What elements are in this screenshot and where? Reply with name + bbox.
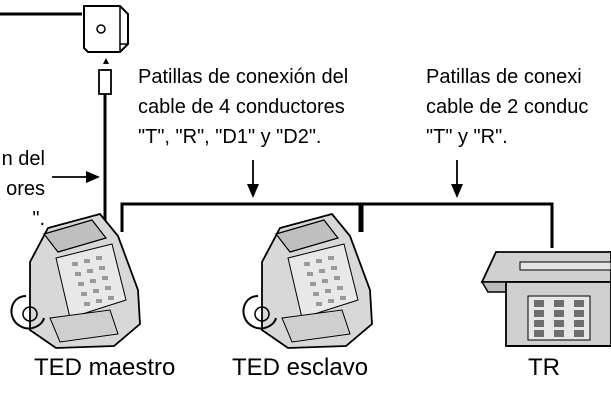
four-wire-callout-line-3: "T", "R", "D1" y "D2". bbox=[138, 126, 322, 148]
left-callout-arrow bbox=[52, 171, 100, 183]
left-callout-line-1: n del bbox=[1, 148, 45, 170]
wall-jack-icon bbox=[83, 5, 129, 53]
label-tr: TR bbox=[528, 354, 560, 381]
tr-phone-icon bbox=[480, 251, 611, 347]
two-wire-callout: Patillas de conexi cable de 2 conduc "T"… bbox=[426, 62, 588, 152]
left-callout: n del ores ". bbox=[2, 144, 45, 234]
left-callout-line-2: ores bbox=[6, 178, 45, 200]
two-wire-callout-line-1: Patillas de conexi bbox=[426, 66, 582, 88]
four-wire-cable bbox=[120, 202, 362, 232]
label-ted-maestro: TED maestro bbox=[34, 354, 176, 381]
modular-plug-icon bbox=[98, 58, 112, 232]
four-wire-callout-line-2: cable de 4 conductores bbox=[138, 96, 345, 118]
two-wire-cable bbox=[360, 202, 554, 248]
two-wire-callout-line-2: cable de 2 conduc bbox=[426, 96, 589, 118]
four-wire-callout-line-1: Patillas de conexión del bbox=[138, 66, 349, 88]
two-wire-arrow bbox=[451, 160, 463, 198]
left-callout-line-3: ". bbox=[32, 208, 45, 230]
four-wire-callout: Patillas de conexión del cable de 4 cond… bbox=[138, 62, 348, 152]
two-wire-callout-line-3: "T" y "R". bbox=[426, 126, 508, 148]
slave-phone-icon bbox=[242, 212, 373, 349]
four-wire-arrow bbox=[247, 160, 259, 198]
master-phone-icon bbox=[10, 212, 141, 349]
label-ted-esclavo: TED esclavo bbox=[232, 354, 369, 381]
